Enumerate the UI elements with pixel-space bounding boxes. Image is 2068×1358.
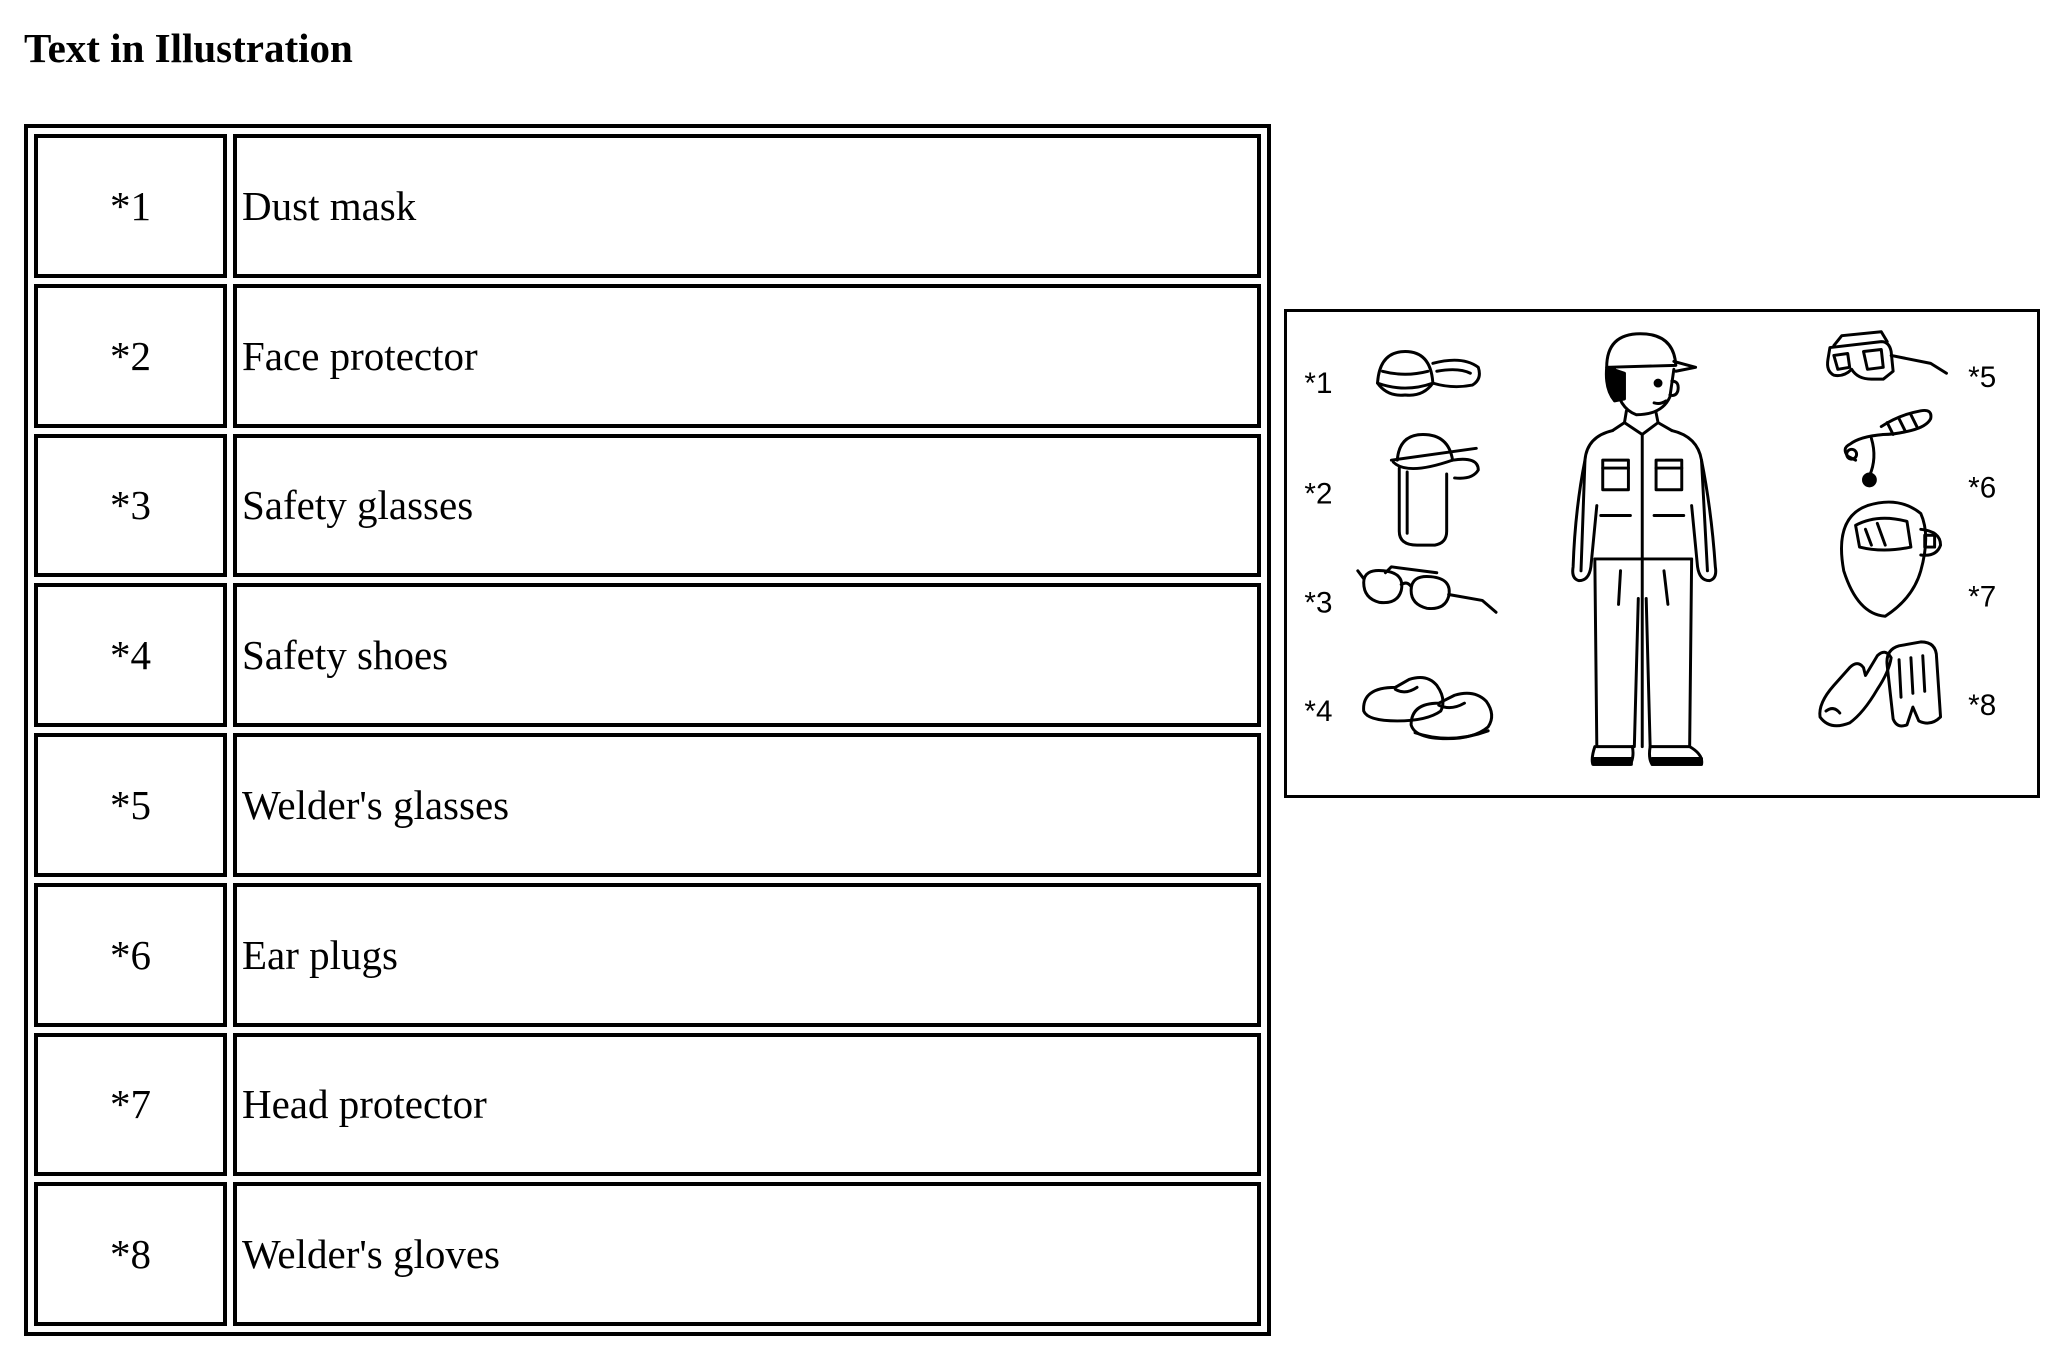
callout-label: *1 bbox=[1304, 367, 1332, 400]
safety-shoes-icon bbox=[1362, 676, 1494, 741]
safety-glasses-icon bbox=[1356, 565, 1498, 614]
callout-label: *7 bbox=[1968, 580, 1996, 613]
face-protector-icon bbox=[1389, 432, 1480, 547]
legend-code: *4 bbox=[34, 583, 227, 727]
legend-label: Welder's glasses bbox=[233, 733, 1261, 877]
table-row: *6 Ear plugs bbox=[34, 882, 1261, 1027]
legend-code: *7 bbox=[34, 1032, 227, 1177]
legend-label: Dust mask bbox=[233, 134, 1261, 278]
legend-label: Face protector bbox=[233, 283, 1261, 428]
legend-table: *1 Dust mask *2 Face protector *3 Safety… bbox=[24, 124, 1271, 1336]
table-row: *8 Welder's gloves bbox=[34, 1182, 1261, 1326]
callout-label: *3 bbox=[1304, 586, 1332, 619]
callout-label: *2 bbox=[1304, 478, 1332, 511]
callout-label: *8 bbox=[1968, 689, 1996, 722]
legend-code: *5 bbox=[34, 733, 227, 877]
legend-code: *3 bbox=[34, 433, 227, 578]
legend-code: *1 bbox=[34, 134, 227, 278]
legend-label: Head protector bbox=[233, 1032, 1261, 1177]
worker-figure bbox=[1571, 332, 1718, 766]
callout-label: *6 bbox=[1968, 472, 1996, 505]
table-row: *4 Safety shoes bbox=[34, 583, 1261, 727]
ppe-illustration: *1 *2 *3 *4 *5 *6 *7 *8 bbox=[1284, 309, 2040, 798]
welders-glasses-icon bbox=[1826, 330, 1948, 381]
legend-code: *8 bbox=[34, 1182, 227, 1326]
table-row: *2 Face protector bbox=[34, 283, 1261, 428]
table-row: *5 Welder's glasses bbox=[34, 733, 1261, 877]
legend-code: *2 bbox=[34, 283, 227, 428]
legend-code: *6 bbox=[34, 882, 227, 1027]
page-title: Text in Illustration bbox=[24, 25, 353, 71]
dust-mask-icon bbox=[1376, 350, 1481, 397]
callout-label: *4 bbox=[1304, 695, 1332, 728]
legend-label: Safety glasses bbox=[233, 433, 1261, 578]
legend-label: Ear plugs bbox=[233, 882, 1261, 1027]
legend-label: Welder's gloves bbox=[233, 1182, 1261, 1326]
welders-gloves-icon bbox=[1818, 640, 1943, 728]
ear-plugs-icon bbox=[1843, 408, 1933, 488]
legend-label: Safety shoes bbox=[233, 583, 1261, 727]
table-row: *7 Head protector bbox=[34, 1032, 1261, 1177]
callout-label: *5 bbox=[1968, 361, 1996, 394]
head-protector-icon bbox=[1840, 500, 1943, 618]
table-row: *3 Safety glasses bbox=[34, 433, 1261, 578]
table-row: *1 Dust mask bbox=[34, 134, 1261, 278]
ppe-illustration-svg: *1 *2 *3 *4 *5 *6 *7 *8 bbox=[1304, 330, 1996, 766]
